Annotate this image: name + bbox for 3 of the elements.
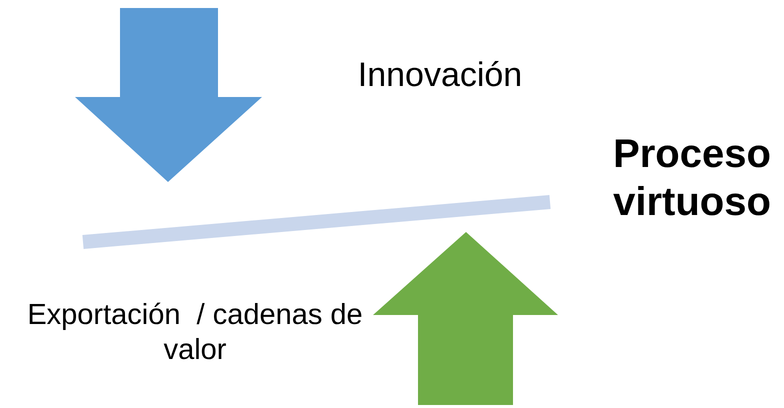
- heading-text: Proceso virtuoso: [612, 131, 772, 226]
- caption-text: Exportación / cadenas de valor: [26, 298, 364, 368]
- caption-text: Innovación: [356, 55, 524, 96]
